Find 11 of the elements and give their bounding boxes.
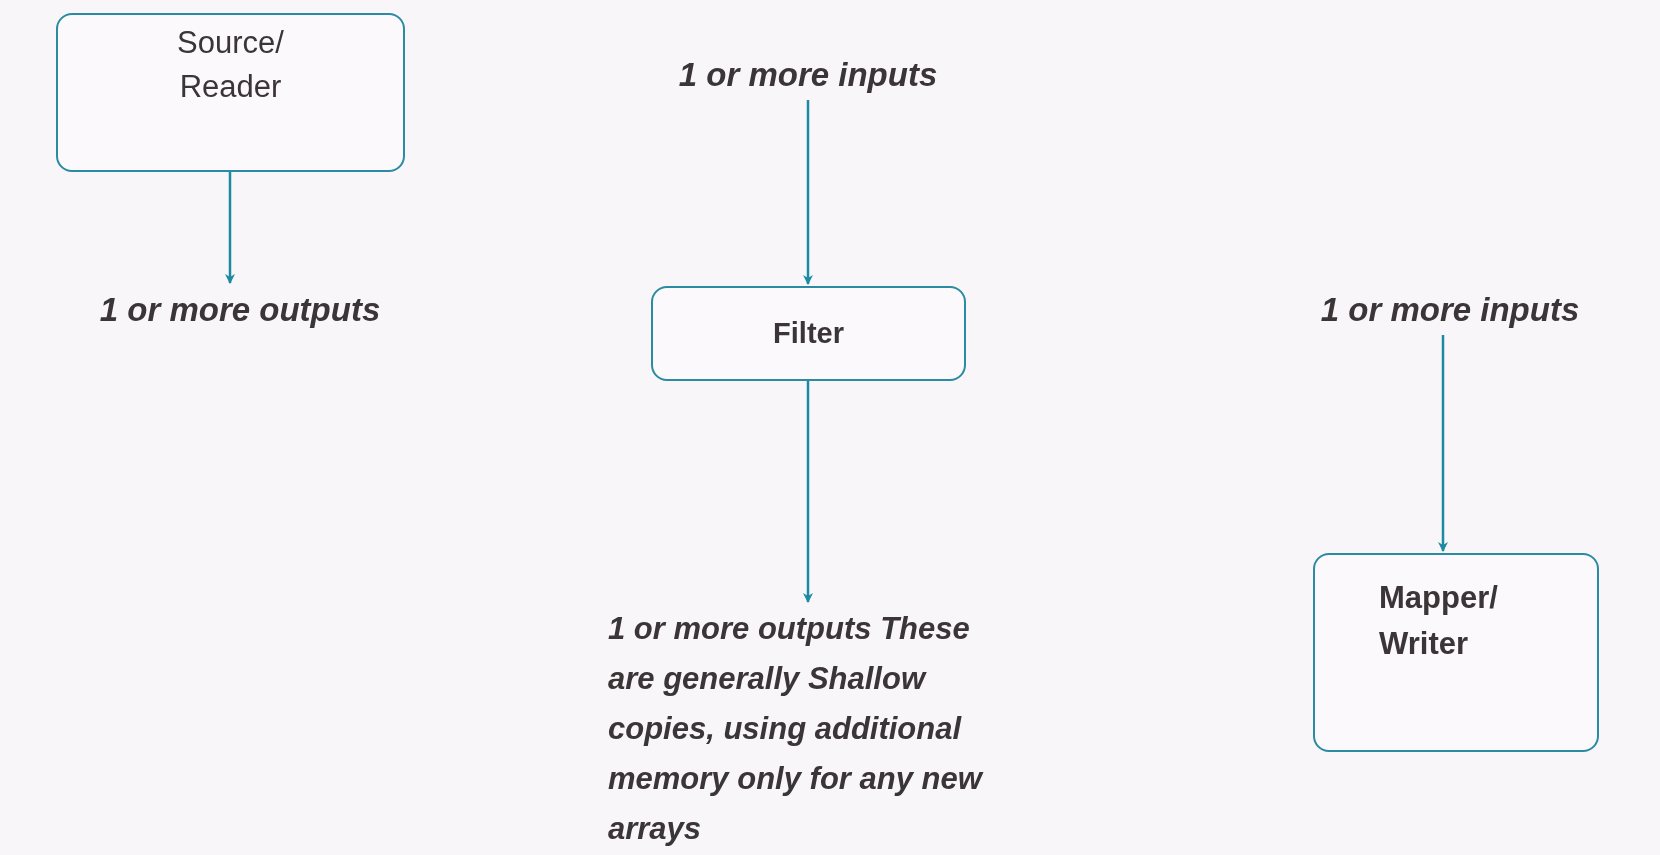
io-note: 1 or more inputs bbox=[1250, 285, 1650, 335]
process-box: Filter bbox=[651, 286, 966, 381]
arrow bbox=[803, 381, 813, 603]
arrow bbox=[225, 172, 235, 284]
io-note: 1 or more outputs bbox=[30, 285, 450, 335]
arrow bbox=[803, 100, 813, 285]
io-note: 1 or more inputs bbox=[612, 50, 1004, 100]
io-note: 1 or more outputs These are generally Shallow copies, using additional memory only for any new arrays bbox=[608, 604, 988, 854]
arrow bbox=[1438, 335, 1448, 552]
process-box: Mapper/ Writer bbox=[1313, 553, 1599, 752]
process-box: Source/ Reader bbox=[56, 13, 405, 172]
